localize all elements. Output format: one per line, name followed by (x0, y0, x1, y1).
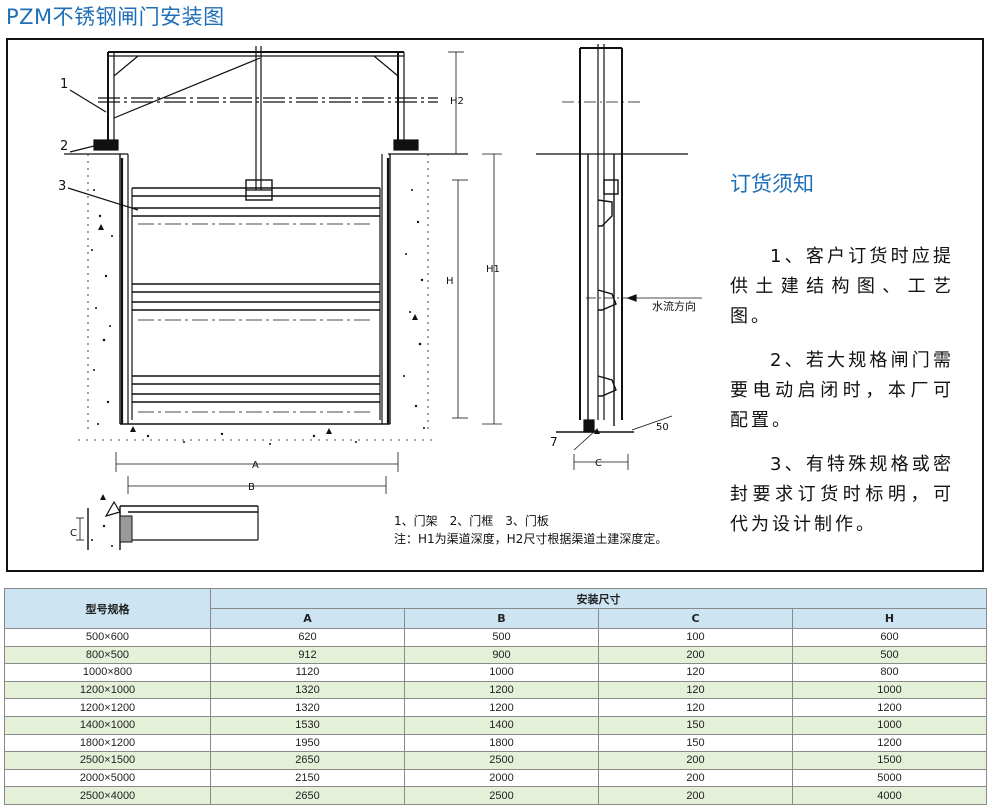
dim-50-label: 50 (656, 422, 669, 433)
table-cell: 2500 (404, 751, 599, 770)
table-cell: 1800×1200 (4, 733, 211, 753)
table-cell: 150 (598, 733, 793, 753)
callout-1: 1 (60, 77, 68, 92)
table-cell: 800×500 (4, 645, 211, 665)
table-cell: 1950 (210, 733, 405, 753)
table-cell: 1400 (404, 715, 599, 735)
table-cell: 1120 (210, 663, 405, 682)
table-cell: 2150 (210, 768, 405, 788)
table-cell: 150 (598, 715, 793, 735)
table-cell: 500×600 (4, 628, 211, 647)
dim-a-label: A (252, 460, 259, 471)
dim-c-label: C (595, 458, 602, 469)
table-cell: 1320 (210, 680, 405, 700)
water-flow-label: 水流方向 (652, 299, 696, 313)
callout-3: 3 (58, 179, 66, 194)
page-title: PZM不锈钢闸门安装图 (6, 5, 225, 29)
table-cell: 200 (598, 786, 793, 805)
table-cell: 1530 (210, 715, 405, 735)
callout-7: 7 (550, 435, 558, 449)
table-cell: 100 (598, 628, 793, 647)
dim-h2-label: H2 (450, 96, 464, 107)
table-cell: 500 (404, 628, 599, 647)
table-cell: 1200 (792, 698, 987, 717)
table-cell: 1000×800 (4, 663, 211, 682)
table-cell: 200 (598, 768, 793, 788)
table-cell: 1500 (792, 751, 987, 770)
legend-note: 注：H1为渠道深度，H2尺寸根据渠道土建深度定。 (394, 532, 668, 546)
drawing-svg: 1 2 3 7 H2 H H1 A B C C 50 水流方向 (58, 44, 702, 550)
install-dims-header: 安装尺寸 (210, 588, 987, 609)
table-cell: 120 (598, 663, 793, 682)
table-cell: 1800 (404, 733, 599, 753)
col-header-c: C (598, 608, 793, 629)
table-cell: 1200×1000 (4, 680, 211, 700)
dim-c-detail-label: C (70, 528, 77, 539)
notice-item-1: 1、客户订货时应提供土建结构图、工艺图。 (730, 246, 954, 327)
table-cell: 1200 (404, 680, 599, 700)
dim-h1-label: H1 (486, 264, 500, 275)
table-cell: 2000×5000 (4, 768, 211, 788)
table-cell: 2500×4000 (4, 786, 211, 805)
dim-h-label: H (446, 276, 454, 287)
concrete-speckles (91, 189, 600, 547)
table-cell: 600 (792, 628, 987, 647)
table-cell: 2500 (404, 786, 599, 805)
notice-item-3: 3、有特殊规格或密封要求订货时标明，可代为设计制作。 (730, 454, 954, 535)
col-header-b: B (404, 608, 599, 629)
table-cell: 1200 (792, 733, 987, 753)
table-cell: 4000 (792, 786, 987, 805)
table-cell: 1320 (210, 698, 405, 717)
table-cell: 1000 (792, 715, 987, 735)
col-header-a: A (210, 608, 405, 629)
table-cell: 120 (598, 698, 793, 717)
dim-b-label: B (248, 482, 255, 493)
table-cell: 900 (404, 645, 599, 665)
table-cell: 2000 (404, 768, 599, 788)
table-cell: 200 (598, 645, 793, 665)
table-cell: 2650 (210, 786, 405, 805)
table-cell: 200 (598, 751, 793, 770)
table-cell: 1200×1200 (4, 698, 211, 717)
table-cell: 800 (792, 663, 987, 682)
table-cell: 1200 (404, 698, 599, 717)
table-cell: 1000 (404, 663, 599, 682)
installation-drawing: 1 2 3 7 H2 H H1 A B C C 50 水流方向 (6, 38, 984, 572)
callout-2: 2 (60, 139, 68, 154)
table-cell: 912 (210, 645, 405, 665)
table-cell: 120 (598, 680, 793, 700)
legend-parts: 1、门架 2、门框 3、门板 (394, 514, 549, 528)
table-cell: 620 (210, 628, 405, 647)
notice-item-2: 2、若大规格闸门需要电动启闭时，本厂可配置。 (730, 350, 954, 431)
table-cell: 2500×1500 (4, 751, 211, 770)
table-cell: 500 (792, 645, 987, 665)
model-header: 型号规格 (4, 588, 211, 629)
table-cell: 5000 (792, 768, 987, 788)
notice-title: 订货须知 (730, 172, 814, 196)
table-cell: 2650 (210, 751, 405, 770)
table-cell: 1400×1000 (4, 715, 211, 735)
col-header-h: H (792, 608, 987, 629)
table-cell: 1000 (792, 680, 987, 700)
